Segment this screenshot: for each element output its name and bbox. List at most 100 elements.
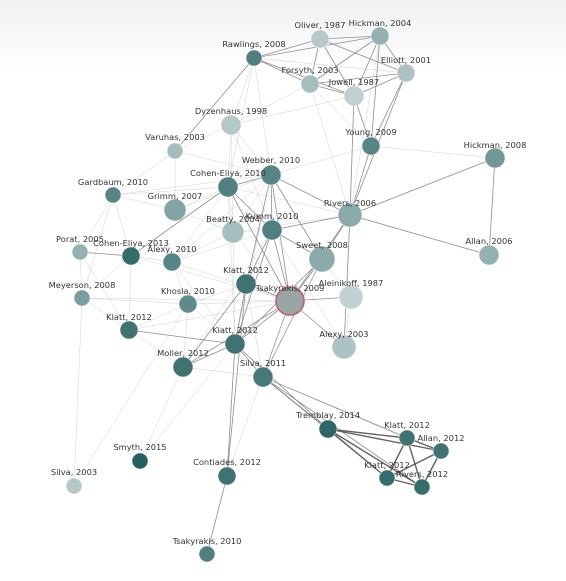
node-silva2011[interactable]: Silva, 2011 bbox=[240, 358, 286, 388]
node-webber2010[interactable]: Webber, 2010 bbox=[242, 155, 300, 186]
edge-rawlings2008-varuhas2003 bbox=[174, 57, 255, 152]
node-moller2012[interactable]: Moller, 2012 bbox=[157, 348, 209, 378]
node-hickman2004[interactable]: Hickman, 2004 bbox=[349, 18, 412, 46]
node-oliver1987[interactable]: Oliver, 1987 bbox=[295, 20, 346, 49]
node-circle[interactable] bbox=[370, 26, 390, 46]
node-circle[interactable] bbox=[318, 419, 338, 439]
node-circle[interactable] bbox=[71, 243, 89, 261]
node-circle[interactable] bbox=[252, 366, 274, 388]
node-circle[interactable] bbox=[104, 186, 122, 204]
node-circle[interactable] bbox=[337, 202, 363, 228]
node-alexy2003[interactable]: Alexy, 2003 bbox=[319, 329, 369, 360]
node-aleinikoff1987[interactable]: Aleinikoff, 1987 bbox=[319, 278, 384, 310]
node-circle[interactable] bbox=[198, 545, 216, 563]
node-porat2005[interactable]: Porat, 2005 bbox=[56, 234, 104, 261]
node-circle[interactable] bbox=[478, 244, 500, 266]
node-circle[interactable] bbox=[217, 466, 237, 486]
node-circle[interactable] bbox=[432, 442, 450, 460]
node-circle[interactable] bbox=[235, 273, 257, 295]
edge-hickman2008-allan2006 bbox=[488, 157, 496, 256]
node-circle[interactable] bbox=[224, 333, 246, 355]
node-circle[interactable] bbox=[163, 198, 187, 222]
edge-dyzenhaus1998-webber2010 bbox=[230, 124, 272, 176]
node-circle[interactable] bbox=[275, 286, 305, 316]
node-tsakyrakis2010[interactable]: Tsakyrakis, 2010 bbox=[172, 536, 242, 563]
node-dyzenhaus1998[interactable]: Dyzenhaus, 1998 bbox=[195, 106, 267, 136]
node-circle[interactable] bbox=[396, 63, 416, 83]
node-klatt2012b[interactable]: Klatt, 2012 bbox=[106, 312, 152, 340]
node-circle[interactable] bbox=[300, 74, 320, 94]
node-circle[interactable] bbox=[119, 320, 139, 340]
node-rivers2012[interactable]: Rivers, 2012 bbox=[396, 469, 448, 496]
node-alexy2010[interactable]: Alexy, 2010 bbox=[147, 244, 197, 272]
edge-oliver1987-hickman2004 bbox=[319, 35, 381, 40]
edge-tsakyrakis2009-klatt2012b bbox=[128, 300, 291, 331]
edge-hickman2008-rivers2006 bbox=[349, 157, 496, 216]
edge-sweet2008-silva2011 bbox=[262, 258, 323, 378]
node-elliott2001[interactable]: Elliott, 2001 bbox=[381, 55, 431, 83]
node-allan2012[interactable]: Allan, 2012 bbox=[417, 433, 465, 460]
node-circle[interactable] bbox=[338, 284, 364, 310]
node-grimm2007[interactable]: Grimm, 2007 bbox=[148, 191, 203, 222]
node-circle[interactable] bbox=[398, 429, 416, 447]
node-circle[interactable] bbox=[308, 245, 336, 273]
node-cohenelya2013[interactable]: Cohen-Eliya, 2013 bbox=[93, 238, 169, 266]
edge-gardbaum2010-porat2005 bbox=[79, 194, 114, 253]
node-circle[interactable] bbox=[484, 147, 506, 169]
node-circle[interactable] bbox=[260, 164, 282, 186]
node-circle[interactable] bbox=[378, 469, 396, 487]
node-khosla2010[interactable]: Khosla, 2010 bbox=[161, 286, 215, 314]
node-circle[interactable] bbox=[413, 478, 431, 496]
edge-khosla2010-klatt2012b bbox=[128, 303, 189, 331]
node-tremblay2014[interactable]: Tremblay, 2014 bbox=[295, 410, 360, 439]
node-smyth2015[interactable]: Smyth, 2015 bbox=[113, 442, 167, 470]
node-circle[interactable] bbox=[178, 294, 198, 314]
node-cohenelya2010[interactable]: Cohen-Eliya, 2010 bbox=[190, 168, 266, 198]
node-klatt2012c[interactable]: Klatt, 2012 bbox=[212, 325, 258, 355]
node-allan2006[interactable]: Allan, 2006 bbox=[465, 236, 513, 266]
node-circle[interactable] bbox=[73, 289, 91, 307]
edge-webber2010-gardbaum2010 bbox=[112, 174, 272, 196]
node-circle[interactable] bbox=[261, 219, 283, 241]
edge-klatt2012b-moller2012 bbox=[128, 329, 184, 368]
node-meyerson2008[interactable]: Meyerson, 2008 bbox=[49, 280, 116, 307]
node-circle[interactable] bbox=[245, 49, 263, 67]
node-silva2003[interactable]: Silva, 2003 bbox=[51, 467, 97, 495]
node-circle[interactable] bbox=[220, 114, 242, 136]
node-rawlings2008[interactable]: Rawlings, 2008 bbox=[222, 39, 286, 67]
edge-gardbaum2010-meyerson2008 bbox=[81, 194, 114, 299]
node-circle[interactable] bbox=[162, 252, 182, 272]
node-circle[interactable] bbox=[131, 452, 149, 470]
node-varuhas2003[interactable]: Varuhas, 2003 bbox=[145, 132, 205, 160]
node-gardbaum2010[interactable]: Gardbaum, 2010 bbox=[78, 177, 148, 204]
node-circle[interactable] bbox=[310, 29, 330, 49]
node-klatt2012a[interactable]: Klatt, 2012 bbox=[223, 265, 269, 295]
node-tsakyrakis2009[interactable]: Tsakyrakis, 2009 bbox=[255, 283, 325, 316]
node-hickman2008[interactable]: Hickman, 2008 bbox=[464, 140, 527, 169]
node-circle[interactable] bbox=[361, 136, 381, 156]
node-beatty2004[interactable]: Beatty, 2004 bbox=[206, 214, 260, 244]
node-klatt2012d[interactable]: Klatt, 2012 bbox=[384, 420, 430, 447]
node-circle[interactable] bbox=[217, 176, 239, 198]
node-circle[interactable] bbox=[331, 334, 357, 360]
node-contiades2012[interactable]: Contiades, 2012 bbox=[193, 457, 261, 486]
node-forsyth2003[interactable]: Forsyth, 2003 bbox=[281, 65, 339, 94]
node-young2009[interactable]: Young, 2009 bbox=[344, 127, 397, 156]
node-rivers2006[interactable]: Rivers, 2006 bbox=[324, 198, 376, 228]
node-label: Klatt, 2012 bbox=[212, 325, 258, 335]
node-circle[interactable] bbox=[172, 356, 194, 378]
node-sweet2008[interactable]: Sweet, 2008 bbox=[296, 240, 348, 273]
node-circle[interactable] bbox=[221, 220, 245, 244]
node-klatt2012e[interactable]: Klatt, 2012 bbox=[364, 460, 410, 487]
edge-webber2010-beatty2004 bbox=[232, 174, 272, 233]
node-circle[interactable] bbox=[121, 246, 141, 266]
node-circle[interactable] bbox=[343, 85, 365, 107]
node-kumm2010[interactable]: Kumm, 2010 bbox=[246, 211, 299, 241]
node-jowell1987[interactable]: Jowell, 1987 bbox=[328, 77, 379, 107]
node-circle[interactable] bbox=[65, 477, 83, 495]
node-label: Meyerson, 2008 bbox=[49, 280, 116, 290]
node-circle[interactable] bbox=[166, 142, 184, 160]
edge-porat2005-klatt2012b bbox=[79, 251, 130, 331]
